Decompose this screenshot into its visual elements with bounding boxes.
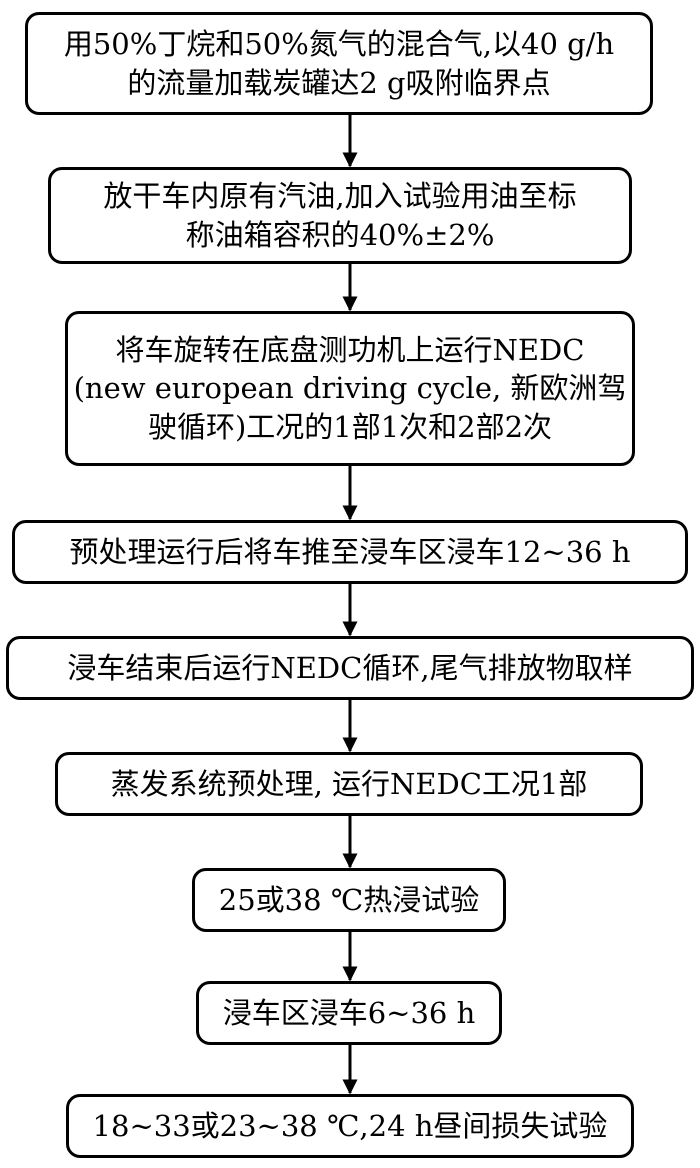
step-3-box: 将车旋转在底盘测功机上运行NEDC (new european driving … <box>65 311 635 466</box>
step-1-line-2: 的流量加载炭罐达2 g吸附临界点 <box>127 65 551 100</box>
step-4-box: 预处理运行后将车推至浸车区浸车12~36 h <box>12 520 688 584</box>
step-8-line-1: 浸车区浸车6~36 h <box>222 995 476 1030</box>
step-3-line-2: (new european driving cycle, 新欧洲驾 <box>73 371 627 406</box>
step-5-box: 浸车结束后运行NEDC循环,尾气排放物取样 <box>6 636 694 700</box>
step-2-line-1: 放干车内原有汽油,加入试验用油至标 <box>103 179 577 214</box>
step-7-line-1: 25或38 ℃热浸试验 <box>218 882 480 917</box>
step-6-box: 蒸发系统预处理, 运行NEDC工况1部 <box>55 752 643 816</box>
step-2-box: 放干车内原有汽油,加入试验用油至标 称油箱容积的40%±2% <box>48 167 632 264</box>
step-6-line-1: 蒸发系统预处理, 运行NEDC工况1部 <box>110 766 588 801</box>
step-1-box: 用50%丁烷和50%氮气的混合气,以40 g/h 的流量加载炭罐达2 g吸附临界… <box>25 12 653 115</box>
step-9-line-1: 18~33或23~38 ℃,24 h昼间损失试验 <box>92 1108 608 1143</box>
step-3-line-1: 将车旋转在底盘测功机上运行NEDC <box>115 333 585 368</box>
step-2-line-2: 称油箱容积的40%±2% <box>185 217 495 252</box>
step-9-box: 18~33或23~38 ℃,24 h昼间损失试验 <box>66 1094 634 1158</box>
step-4-line-1: 预处理运行后将车推至浸车区浸车12~36 h <box>69 534 631 569</box>
step-8-box: 浸车区浸车6~36 h <box>196 981 502 1045</box>
step-5-line-1: 浸车结束后运行NEDC循环,尾气排放物取样 <box>67 650 633 685</box>
step-1-line-1: 用50%丁烷和50%氮气的混合气,以40 g/h <box>63 27 615 62</box>
step-7-box: 25或38 ℃热浸试验 <box>192 868 506 932</box>
step-3-line-3: 驶循环)工况的1部1次和2部2次 <box>147 409 553 444</box>
